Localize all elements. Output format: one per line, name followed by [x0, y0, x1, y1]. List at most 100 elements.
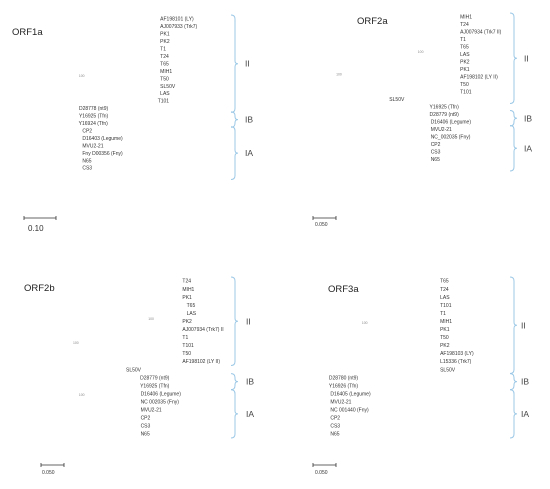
scale-bar-label: 0.050 — [315, 470, 328, 476]
taxon-label: NC_002035 (Fny) — [431, 135, 471, 141]
taxon-label: Y16925 (Tfn) — [140, 383, 170, 389]
taxon-label: MIH1 — [460, 15, 472, 21]
taxon-label: SL50V — [440, 367, 456, 373]
clade-group-label: IB — [524, 113, 532, 123]
taxon-label: T24 — [460, 22, 469, 28]
taxon-label: PK2 — [460, 60, 470, 66]
taxon-label: PK2 — [160, 39, 170, 45]
bootstrap-value: 100 — [336, 73, 342, 77]
clade-group-label: IA — [245, 148, 253, 158]
taxon-label: CS3 — [141, 424, 151, 430]
taxon-label: NC 002035 (Fny) — [141, 399, 180, 405]
taxon-label: Y16926 (Tfn) — [329, 383, 359, 389]
taxon-label: Fny D00356 (Fny) — [82, 151, 123, 157]
taxon-label: LAS — [187, 311, 197, 317]
orf2b-tree-panel: ORF2b 100100T24MIH1PK1T65LASPK2AJ007934 … — [24, 276, 254, 476]
taxon-label: N65 — [330, 432, 339, 438]
taxon-label: T1 — [182, 335, 188, 341]
taxon-label: T65 — [440, 279, 449, 285]
taxon-label: D28778 (nt9) — [79, 106, 109, 112]
taxon-label: N65 — [82, 158, 91, 164]
clade-group-label: IA — [246, 409, 254, 419]
taxon-label: T65 — [160, 61, 169, 67]
clade-group-label: II — [246, 316, 251, 326]
taxon-label: MIH1 — [160, 69, 172, 75]
taxon-label: SL50V — [126, 367, 142, 373]
clade-bracket — [509, 373, 518, 391]
bootstrap-value: 100 — [362, 321, 368, 325]
taxon-label: T1 — [460, 37, 466, 43]
clade-group-label: IA — [521, 409, 529, 419]
orf3a-title: ORF3a — [328, 284, 359, 295]
clade-bracket — [230, 373, 239, 391]
clade-bracket — [230, 111, 239, 128]
bootstrap-value: 100 — [79, 393, 85, 397]
taxon-label: T1 — [160, 47, 166, 53]
taxon-label: CS3 — [82, 166, 92, 172]
clade-group-label: IB — [521, 377, 529, 387]
taxon-label: MVU2-21 — [431, 127, 452, 133]
taxon-label: CP2 — [82, 128, 92, 134]
taxon-label: D16406 (Legume) — [141, 391, 182, 397]
taxon-label: AJ007934 (Trk7) II — [182, 327, 223, 333]
taxon-label: MIH1 — [182, 287, 194, 293]
taxon-label: MVU2-21 — [82, 143, 103, 149]
taxon-label: MIH1 — [440, 319, 452, 325]
taxon-label: Y16925 (Tfn) — [430, 105, 460, 111]
clade-group-label: II — [524, 53, 529, 63]
bootstrap-value: 100 — [73, 341, 79, 345]
clade-bracket — [509, 110, 518, 127]
taxon-label: L15336 (Trk7) — [440, 359, 472, 365]
taxon-label: LAS — [460, 52, 470, 58]
taxon-label: D28780 (nt9) — [329, 375, 359, 381]
taxon-label: D16405 (Legume) — [330, 391, 371, 397]
taxon-label: T65 — [187, 303, 196, 309]
taxon-label: AF198103 (LY) — [440, 351, 474, 357]
taxon-label: NC 001440 (Fny) — [330, 408, 369, 414]
orf3a-tree-panel: ORF3a 100T65T24LAST101T1MIH1PK1T50PK2AF1… — [312, 276, 529, 476]
taxon-label: AF198102 (LY II) — [460, 75, 498, 81]
taxon-label: PK1 — [160, 32, 170, 38]
taxon-label: D16403 (Legume) — [82, 136, 123, 142]
taxon-label: CP2 — [431, 142, 441, 148]
taxon-label: PK1 — [440, 327, 450, 333]
taxon-label: N65 — [431, 157, 440, 163]
taxon-label: LAS — [160, 91, 170, 97]
taxon-label: MVU2-21 — [141, 408, 162, 414]
taxon-label: T24 — [440, 287, 449, 293]
bootstrap-value: 100 — [148, 317, 154, 321]
clade-bracket — [230, 389, 239, 439]
taxon-label: T101 — [158, 99, 170, 105]
taxon-label: SL50V — [160, 84, 176, 90]
clade-bracket — [230, 14, 239, 113]
clade-group-label: II — [245, 59, 250, 69]
taxon-label: T50 — [460, 82, 469, 88]
taxon-label: AJ007934 (Trk7 II) — [460, 30, 502, 36]
taxon-label: MVU2-21 — [330, 399, 351, 405]
taxon-label: PK1 — [460, 67, 470, 73]
taxon-label: Y16925 (Tfn) — [79, 114, 109, 120]
clade-bracket — [509, 12, 518, 104]
taxon-label: N65 — [141, 432, 150, 438]
taxon-label: SL50V — [389, 97, 405, 103]
clade-bracket — [230, 276, 239, 366]
taxon-label: D28779 (nt9) — [430, 112, 460, 118]
taxon-label: PK2 — [182, 319, 192, 325]
taxon-label: AJ007933 (Trk7) — [160, 24, 197, 30]
taxon-label: PK1 — [182, 295, 192, 301]
taxon-label: T24 — [160, 54, 169, 60]
clade-group-label: IB — [245, 115, 253, 125]
taxon-label: T50 — [182, 351, 191, 357]
taxon-label: T101 — [182, 343, 194, 349]
scale-bar-label: 0.050 — [315, 222, 328, 228]
taxon-label: T65 — [460, 45, 469, 51]
taxon-label: T101 — [460, 90, 472, 96]
taxon-label: T24 — [182, 279, 191, 285]
clade-bracket — [509, 276, 518, 375]
taxon-label: AF198102 (LY II) — [182, 359, 220, 365]
clade-bracket — [509, 389, 518, 439]
taxon-label: CS3 — [330, 424, 340, 430]
scale-bar-label: 0.050 — [42, 470, 55, 476]
